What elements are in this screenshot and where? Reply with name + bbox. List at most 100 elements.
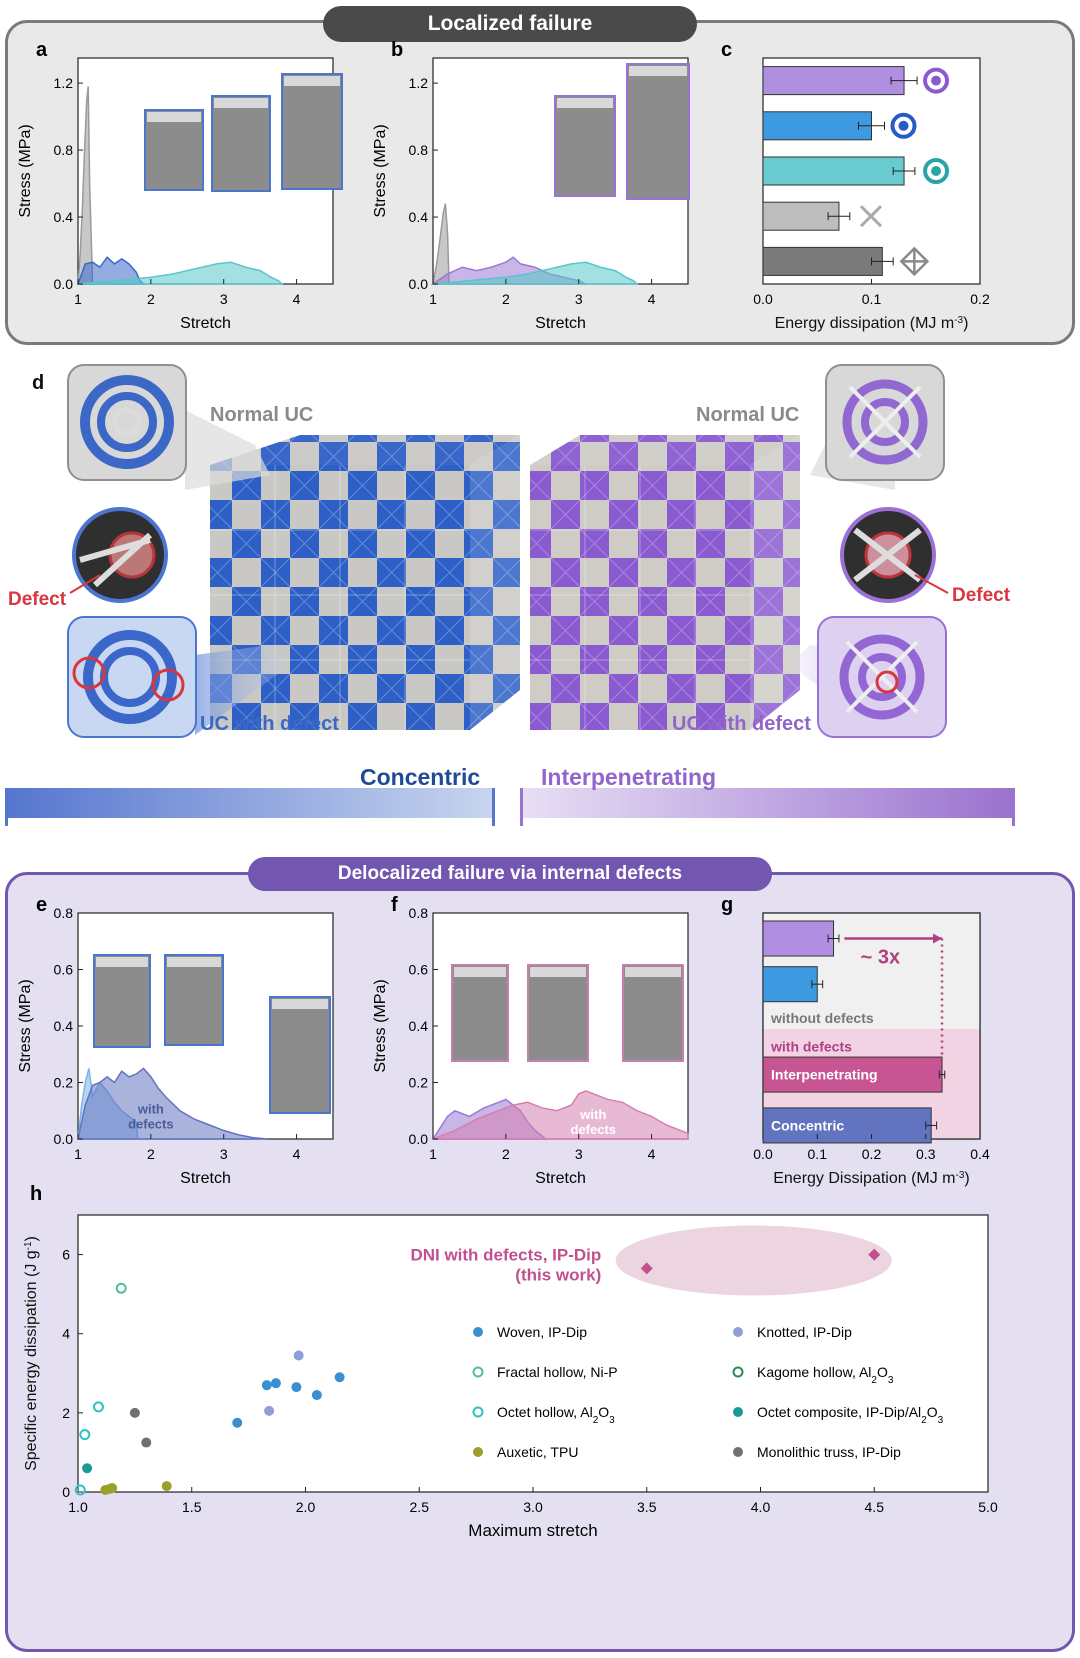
panel-letter: b bbox=[391, 40, 403, 61]
data-point-diamond bbox=[640, 1262, 653, 1275]
data-point bbox=[293, 1350, 304, 1361]
micrograph-top-plate bbox=[557, 98, 613, 108]
data-point bbox=[270, 1378, 281, 1389]
data-point-diamond bbox=[868, 1248, 881, 1261]
micrograph-inset bbox=[281, 73, 343, 190]
legend-marker bbox=[733, 1327, 743, 1337]
data-point bbox=[291, 1382, 302, 1393]
bar bbox=[762, 246, 883, 276]
legend-marker bbox=[733, 1447, 743, 1457]
data-point-open bbox=[115, 1282, 127, 1294]
bar-label: Concentric bbox=[771, 1117, 844, 1133]
data-point bbox=[311, 1390, 322, 1401]
highlight-sublabel: (this work) bbox=[515, 1265, 601, 1284]
data-point bbox=[334, 1372, 345, 1383]
micrograph-top-plate bbox=[454, 967, 506, 977]
x-axis-label: Maximum stretch bbox=[468, 1521, 597, 1540]
x-tick-label: 3.5 bbox=[637, 1499, 657, 1515]
data-point-open bbox=[74, 1484, 86, 1496]
x-tick-label: 5.0 bbox=[978, 1499, 998, 1515]
y-tick-label: 0.0 bbox=[409, 276, 429, 292]
annotation-with-defects: with bbox=[137, 1102, 164, 1117]
micrograph-top-plate bbox=[530, 967, 586, 977]
y-tick-label: 0.6 bbox=[409, 962, 429, 978]
x-tick-label: 4 bbox=[648, 1146, 656, 1162]
y-tick-label: 0.6 bbox=[54, 962, 74, 978]
without-defects-label: without defects bbox=[770, 1010, 874, 1026]
y-tick-label: 6 bbox=[62, 1247, 70, 1263]
y-tick-label: 0.4 bbox=[409, 1018, 429, 1034]
normal-uc-right-label: Normal UC bbox=[696, 404, 800, 426]
x-tick-label: 1 bbox=[429, 291, 437, 307]
interpenetrating-uc-icon bbox=[842, 379, 928, 465]
x-axis-label: Stretch bbox=[180, 315, 231, 332]
bar bbox=[762, 1107, 932, 1144]
y-tick-label: 0 bbox=[62, 1484, 70, 1500]
series-area-navy bbox=[77, 1067, 268, 1140]
legend-label: Knotted, IP-Dip bbox=[757, 1324, 852, 1340]
x-tick-label: 4 bbox=[293, 291, 301, 307]
y-axis-label: Stress (MPa) bbox=[17, 979, 34, 1072]
legend-label: Auxetic, TPU bbox=[497, 1444, 578, 1460]
normal-uc-left-label: Normal UC bbox=[210, 404, 314, 426]
ratio-arrowhead bbox=[933, 933, 943, 944]
x-tick-label: 1 bbox=[74, 1146, 82, 1162]
delocalized-failure-title: Delocalized failure via internal defects bbox=[248, 857, 772, 891]
panel-d-schematic bbox=[5, 364, 1015, 826]
micrograph-top-plate bbox=[214, 98, 268, 108]
annotation-with-defects: with bbox=[579, 1107, 606, 1122]
x-tick-label: 4.0 bbox=[751, 1499, 771, 1515]
y-tick-label: 0.8 bbox=[54, 142, 74, 158]
panel-letter: h bbox=[30, 1183, 42, 1205]
bar-label: Interpenetrating bbox=[771, 1067, 878, 1083]
micrograph-top-plate bbox=[625, 967, 681, 977]
bar bbox=[762, 920, 835, 957]
y-tick-label: 0.8 bbox=[409, 142, 429, 158]
micrograph-top-plate bbox=[629, 66, 687, 76]
x-tick-label: 1.0 bbox=[68, 1499, 88, 1515]
bar bbox=[762, 1056, 943, 1093]
y-tick-label: 0.0 bbox=[54, 276, 74, 292]
y-tick-label: 4 bbox=[62, 1326, 70, 1342]
legend-marker bbox=[732, 1366, 744, 1378]
y-tick-label: 2 bbox=[62, 1405, 70, 1421]
series-area-pink bbox=[432, 1090, 689, 1140]
bar bbox=[762, 156, 905, 186]
micrograph-top-plate bbox=[167, 957, 221, 967]
data-point-open bbox=[79, 1429, 91, 1441]
x-tick-label: 4.5 bbox=[865, 1499, 885, 1515]
micrograph-inset bbox=[554, 95, 616, 197]
legend-label: Kagome hollow, Al2O3 bbox=[757, 1364, 894, 1386]
bar bbox=[762, 111, 872, 141]
x-tick-label: 2 bbox=[147, 291, 155, 307]
y-axis-label: Specific energy dissipation (J g-1) bbox=[23, 1236, 41, 1471]
x-tick-label: 0.1 bbox=[808, 1146, 828, 1162]
micrograph-inset bbox=[144, 109, 204, 191]
x-tick-label: 1 bbox=[429, 1146, 437, 1162]
woven-lattice-core-icon bbox=[898, 120, 909, 131]
x-tick-label: 0.0 bbox=[753, 1146, 773, 1162]
micrograph-inset bbox=[164, 954, 224, 1046]
y-tick-label: 0.4 bbox=[409, 209, 429, 225]
data-point bbox=[107, 1483, 118, 1494]
panel-letter: a bbox=[36, 40, 48, 61]
x-tick-label: 3 bbox=[575, 291, 583, 307]
interpenetrating-gradient-bar bbox=[520, 788, 1015, 818]
x-tick-label: 0.1 bbox=[862, 291, 882, 307]
legend-label: Monolithic truss, IP-Dip bbox=[757, 1444, 901, 1460]
annotation-with-defects: defects bbox=[571, 1122, 617, 1137]
y-tick-label: 0.8 bbox=[409, 905, 429, 921]
data-point bbox=[161, 1481, 172, 1492]
highlight-label: DNI with defects, IP-Dip bbox=[410, 1246, 601, 1265]
panel-letter: g bbox=[721, 895, 733, 916]
x-tick-label: 2.5 bbox=[410, 1499, 430, 1515]
woven-lattice-icon bbox=[923, 158, 950, 184]
panel-letter-d: d bbox=[32, 372, 45, 394]
x-tick-label: 0.0 bbox=[753, 291, 773, 307]
concentric-gradient-bar bbox=[5, 788, 495, 818]
x-tick-label: 4 bbox=[648, 291, 656, 307]
legend-label: Octet composite, IP-Dip/Al2O3 bbox=[757, 1404, 944, 1426]
